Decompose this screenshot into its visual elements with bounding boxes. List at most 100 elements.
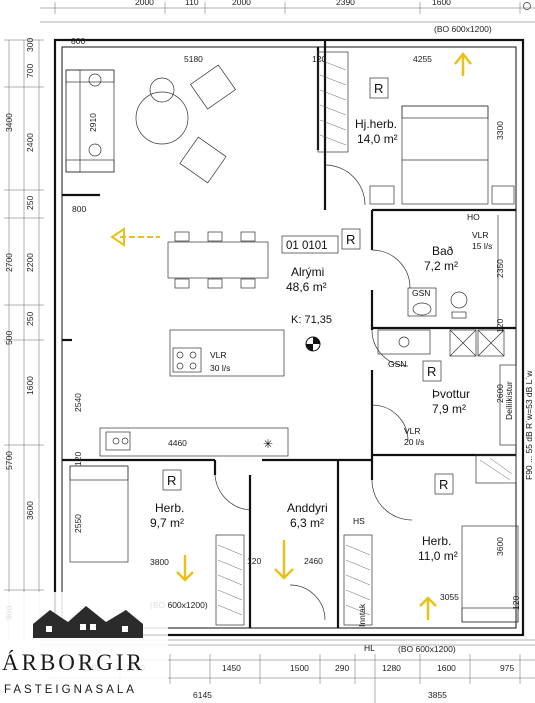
dim-3600-bed: 3600 [495, 537, 505, 556]
bedroom-beds [69, 465, 519, 623]
dim-bot-1280: 1280 [382, 663, 401, 673]
left-dimensions: 700 300 3400 2400 250 2700 2200 250 500 … [4, 38, 44, 640]
coffee-table [135, 91, 189, 145]
bath-vlr: VLR [472, 230, 489, 240]
dim-left-300: 300 [25, 38, 35, 52]
dim-120-br: 120 [511, 596, 521, 610]
r-master: R [374, 81, 383, 96]
dining-table [167, 231, 269, 289]
dim-3055: 3055 [440, 592, 459, 602]
room-master-area: 14,0 m² [357, 132, 398, 146]
unit-id-box [281, 235, 339, 254]
k-level: K: 71,35 [291, 314, 332, 326]
armchair-top [189, 64, 237, 110]
room-laundry-name: Þvottur [432, 387, 470, 401]
hl-label: HL [364, 643, 375, 653]
logo-houses-icon [33, 606, 143, 638]
room-bath-area: 7,2 m² [424, 259, 458, 273]
armchair-bottom [179, 136, 227, 184]
dim-top-4: 2390 [336, 0, 355, 7]
dim-top-5: 1600 [432, 0, 451, 7]
r-living: R [346, 232, 355, 247]
bo-top-label: (BO 600x1200) [434, 24, 492, 34]
dim-2460: 2460 [304, 556, 323, 566]
dim-bot-3855: 3855 [428, 690, 447, 700]
dim-2600: 2600 [495, 384, 505, 403]
r-laundry: R [427, 364, 436, 379]
doors [214, 164, 413, 621]
dim-left-2400: 2400 [25, 133, 35, 152]
dim-left-3400: 3400 [4, 113, 14, 132]
r-bed-left: R [167, 473, 176, 488]
dim-3300: 3300 [495, 121, 505, 140]
dim-2550: 2550 [73, 514, 83, 533]
inner-dimensions: 5180 120 4255 800 800 2540 120 2550 3300… [71, 36, 521, 610]
top-dimensions: 2000 110 2000 2390 1600 (BO 600x1200) [40, 0, 535, 34]
dim-left-2200: 2200 [25, 253, 35, 272]
room-labels: Alrými 48,6 m² Hj.herb. 14,0 m² Bað 7,2 … [150, 117, 470, 563]
fixture-labels: K: 71,35 VLR 15 l/s GSN GSN HO VLR 20 l/… [150, 212, 534, 654]
dim-top-1: 2000 [135, 0, 154, 7]
dim-left-250a: 250 [25, 196, 35, 210]
dim-bot-975: 975 [500, 663, 514, 673]
unit-id: 01 0101 [286, 240, 328, 252]
walls [53, 38, 525, 637]
dim-4255: 4255 [413, 54, 432, 64]
level-marker [305, 336, 321, 352]
room-living-name: Alrými [291, 265, 324, 279]
room-laundry-area: 7,9 m² [432, 402, 466, 416]
dim-bot-1450: 1450 [222, 663, 241, 673]
dim-120-bath: 120 [495, 319, 505, 333]
dim-120-top: 120 [312, 54, 326, 64]
gsn-laundry: GSN [388, 359, 406, 369]
dim-counter: 4460 [168, 438, 187, 448]
dim-120-hall: 120 [247, 556, 261, 566]
sofa-dim: 2910 [88, 113, 98, 132]
room-bed-left-name: Herb. [155, 501, 184, 515]
side-text: F90 ... 55 dB R´w=53 dB L´w [524, 370, 534, 480]
room-bed-right-area: 11,0 m² [418, 549, 458, 563]
laundry-vlr: VLR [404, 426, 421, 436]
laundry-flow: 20 l/s [404, 437, 424, 447]
dim-left-700: 700 [25, 64, 35, 78]
inntak-label: Inntak [357, 603, 367, 627]
ho-label: HO [467, 212, 480, 222]
dim-bot-1500: 1500 [290, 663, 309, 673]
room-bed-right-name: Herb. [422, 534, 451, 548]
r-bed-right: R [439, 477, 448, 492]
master-bed [369, 105, 515, 205]
bath-fixtures [407, 215, 499, 325]
dim-800b: 800 [72, 204, 86, 214]
kitchen-flow: 30 l/s [210, 363, 230, 373]
room-living-area: 48,6 m² [286, 280, 327, 294]
dim-left-2700: 2700 [4, 253, 14, 272]
gsn-bath: GSN [412, 288, 430, 298]
sofa: 2910 [65, 69, 115, 173]
room-hall-area: 6,3 m² [290, 516, 324, 530]
wardrobes [215, 51, 517, 626]
dim-left-250b: 250 [25, 312, 35, 326]
bo-bottom-label: (BO 600x1200) [398, 644, 456, 654]
exit-arrow-left [110, 227, 160, 247]
dim-2540: 2540 [73, 393, 83, 412]
dim-top-2: 110 [185, 0, 199, 7]
laundry-fixtures [377, 329, 517, 446]
kitchen-asterisk: ✳ [263, 437, 273, 451]
dim-left-1600: 1600 [25, 376, 35, 395]
dim-2350: 2350 [495, 259, 505, 278]
kitchen-counter: ✳ 4460 [99, 427, 289, 457]
dim-left-5700: 5700 [4, 451, 14, 470]
dim-left-3600: 3600 [25, 501, 35, 520]
room-hall-name: Anddyri [287, 501, 328, 515]
logo-block [0, 592, 168, 703]
dim-800a: 800 [71, 36, 85, 46]
room-bath-name: Bað [432, 244, 454, 258]
exit-arrows [176, 51, 472, 620]
bo-left-label: (BO 600x1200) [150, 600, 208, 610]
hs-hall: HS [353, 516, 365, 526]
kitchen-vlr: VLR [210, 350, 227, 360]
deliikistur-label: Deiliikistur [504, 381, 514, 420]
dim-5180: 5180 [184, 54, 203, 64]
dim-bot-1600b: 1600 [437, 663, 456, 673]
